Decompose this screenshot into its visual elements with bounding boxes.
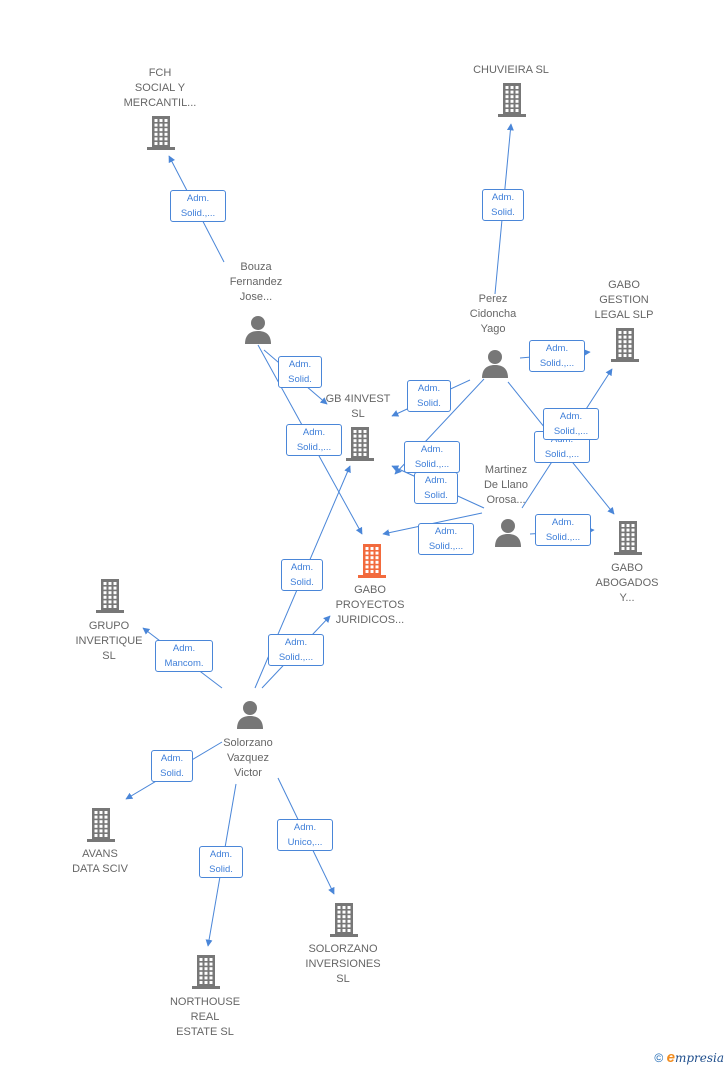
edge-label-e7[interactable]: Adm. Solid.,... <box>404 441 460 473</box>
brand-logo: © empresia <box>654 1049 724 1066</box>
building-icon <box>610 328 640 367</box>
person-icon <box>493 517 523 552</box>
building-icon <box>95 579 125 618</box>
edge-label-e15[interactable]: Adm. Mancom. <box>155 640 213 672</box>
node-label-bouza: Bouza Fernandez Jose... <box>229 261 283 303</box>
person-icon <box>480 348 510 383</box>
building-icon <box>345 427 375 466</box>
building-icon <box>329 903 359 942</box>
building-icon <box>146 116 176 155</box>
node-label-northouse: NORTHOUSE REAL ESTATE SL <box>169 996 241 1038</box>
edge-label-e2[interactable]: Adm. Solid. <box>278 356 322 388</box>
node-label-gabo_abogados: GABO ABOGADOS Y... <box>595 562 659 604</box>
building-icon <box>497 83 527 122</box>
edge-label-e16[interactable]: Adm. Solid. <box>151 750 193 782</box>
edge-label-e14[interactable]: Adm. Solid.,... <box>268 634 324 666</box>
node-label-avans: AVANS DATA SCIV <box>72 848 128 875</box>
node-label-gb4invest: GB 4INVEST SL <box>325 393 391 420</box>
edge-label-e13[interactable]: Adm. Solid. <box>281 559 323 591</box>
edge-label-e18[interactable]: Adm. Unico,... <box>277 819 333 851</box>
building-icon <box>191 955 221 994</box>
edge-label-e6[interactable]: Adm. Solid. <box>407 380 451 412</box>
edge-label-e11[interactable]: Adm. Solid.,... <box>543 408 599 440</box>
brand-e: e <box>666 1049 675 1066</box>
person-icon <box>243 314 273 349</box>
building-icon <box>357 544 387 583</box>
person-icon <box>235 699 265 734</box>
copyright-symbol: © <box>654 1051 664 1065</box>
edge-label-e1[interactable]: Adm. Solid.,... <box>170 190 226 222</box>
node-label-chuvieira: CHUVIEIRA SL <box>473 64 549 76</box>
building-icon <box>613 521 643 560</box>
edge-label-e12[interactable]: Adm. Solid.,... <box>535 514 591 546</box>
edge-label-e3[interactable]: Adm. Solid.,... <box>286 424 342 456</box>
node-label-perez: Perez Cidoncha Yago <box>469 293 517 335</box>
edge-label-e10[interactable]: Adm. Solid.,... <box>418 523 474 555</box>
edge-label-e9[interactable]: Adm. Solid. <box>414 472 458 504</box>
node-label-grupo_invertique: GRUPO INVERTIQUE SL <box>75 620 143 662</box>
node-label-fch: FCH SOCIAL Y MERCANTIL... <box>123 67 197 109</box>
node-label-solorzano: Solorzano Vazquez Victor <box>223 737 273 779</box>
edge-label-e4[interactable]: Adm. Solid. <box>482 189 524 221</box>
node-label-martinez: Martinez De Llano Orosa... <box>483 464 529 506</box>
node-label-solorzano_inv: SOLORZANO INVERSIONES SL <box>305 943 381 985</box>
edge-label-e17[interactable]: Adm. Solid. <box>199 846 243 878</box>
brand-rest: mpresia <box>674 1051 724 1065</box>
node-label-gabo_gestion: GABO GESTION LEGAL SLP <box>594 279 654 321</box>
node-label-gabo_proyectos: GABO PROYECTOS JURIDICOS... <box>335 584 405 626</box>
edge-label-e5[interactable]: Adm. Solid.,... <box>529 340 585 372</box>
building-icon <box>86 808 116 847</box>
